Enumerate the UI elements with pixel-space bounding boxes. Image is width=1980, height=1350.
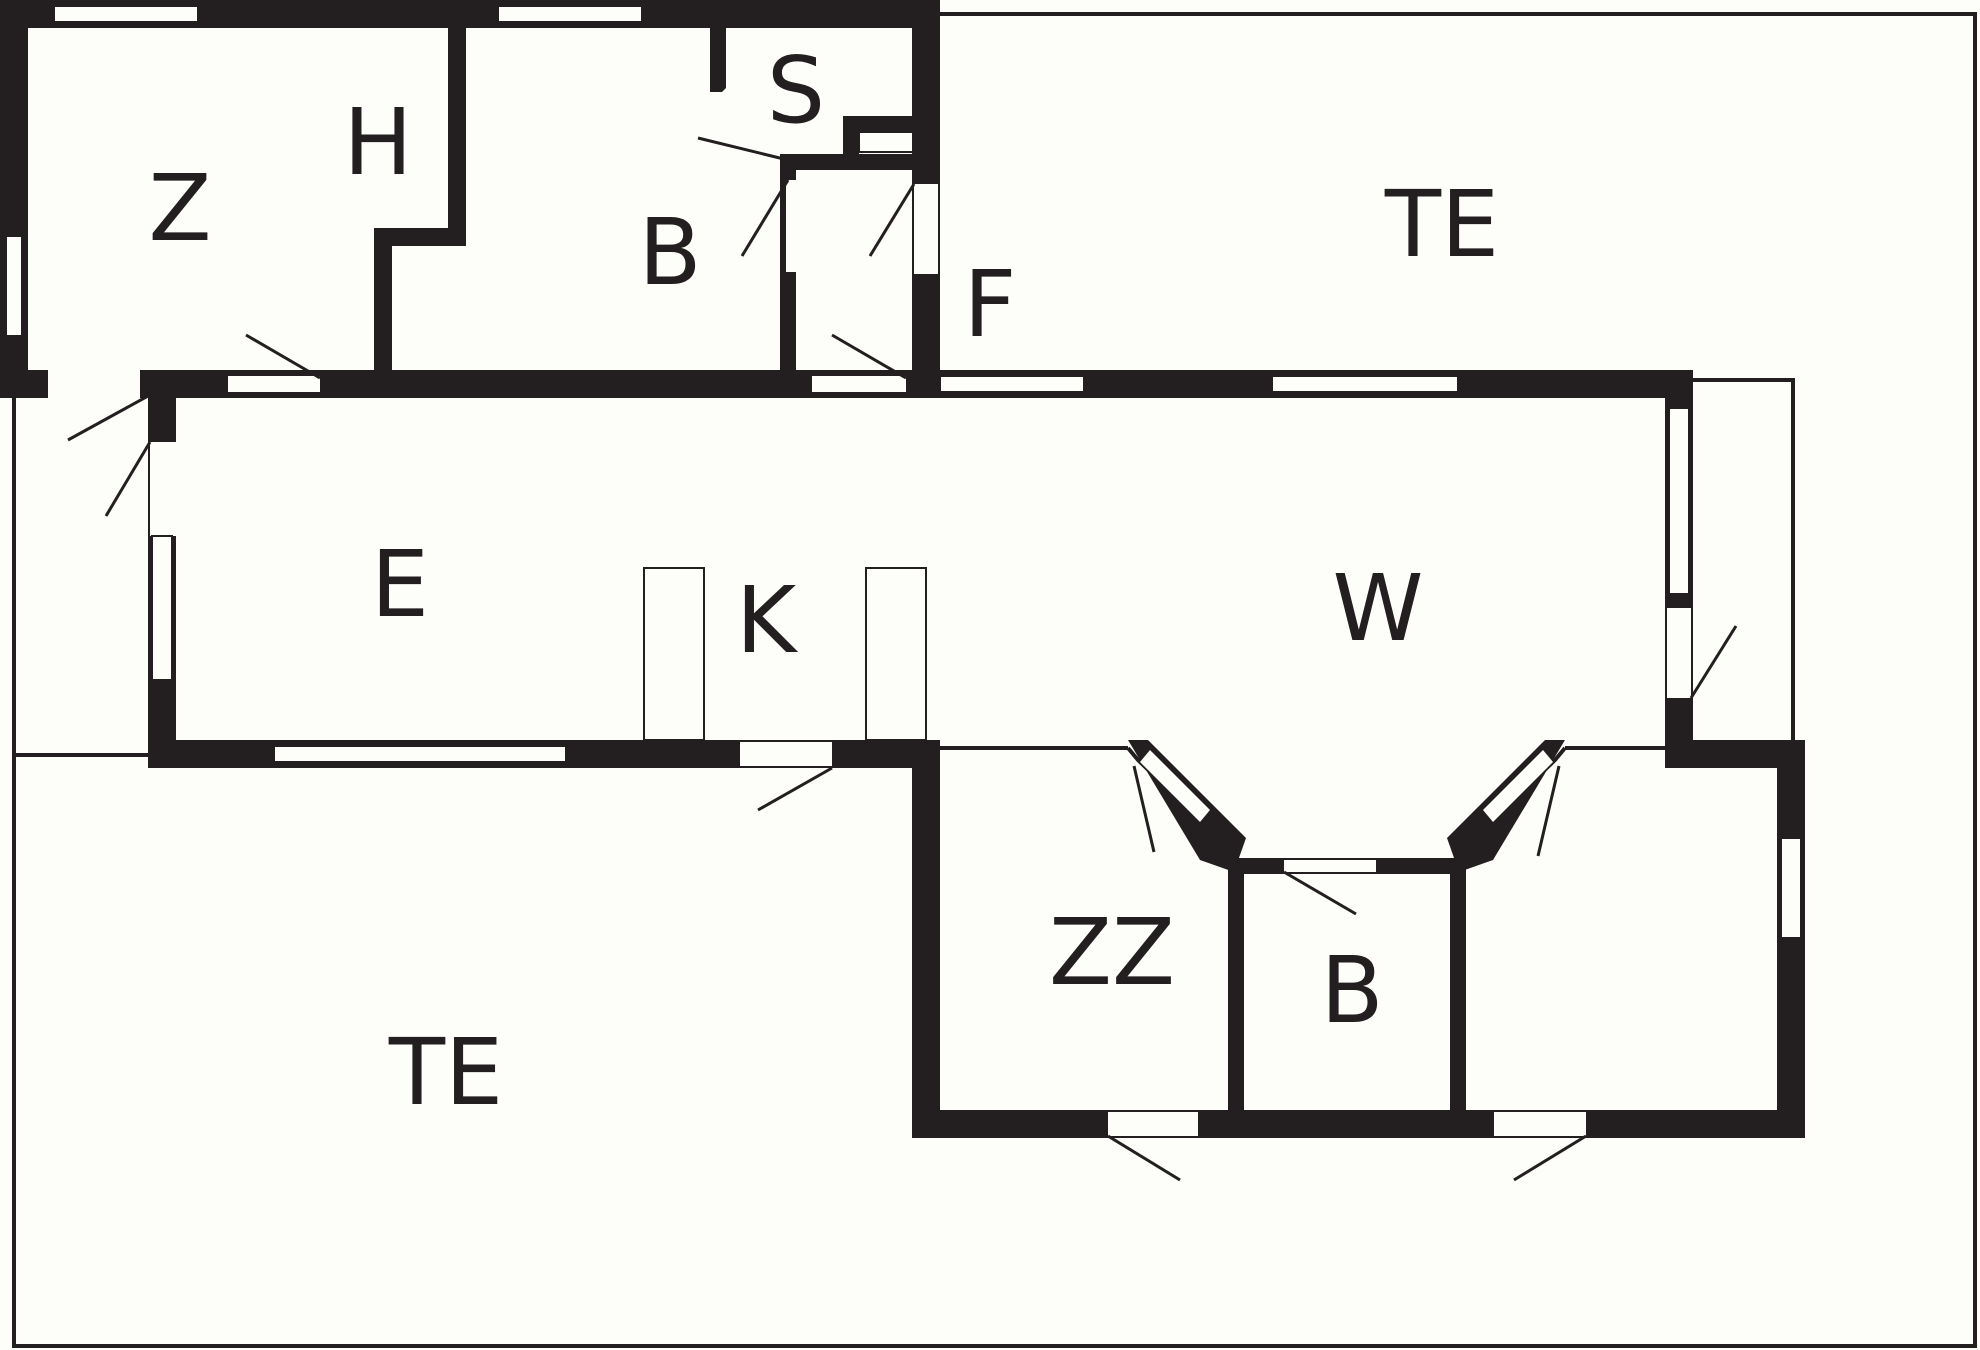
openings	[150, 82, 1691, 1136]
room-labels: Z H S B F TE E K W ZZ B TE	[148, 37, 1499, 1126]
room-label-b-top: B	[638, 199, 701, 306]
room-label-te-bottom: TE	[388, 1019, 503, 1126]
room-label-s: S	[767, 37, 825, 144]
room-label-h: H	[343, 89, 412, 196]
windows	[5, 5, 1802, 939]
room-label-f: F	[964, 251, 1017, 358]
room-label-k: K	[736, 567, 799, 674]
room-label-z: Z	[148, 155, 211, 262]
room-label-zz: ZZ	[1049, 899, 1175, 1006]
room-label-b-bottom: B	[1320, 937, 1383, 1044]
door-swings	[67, 136, 1738, 1182]
room-label-w: W	[1333, 555, 1424, 662]
room-label-te-top: TE	[1384, 171, 1499, 278]
room-label-e: E	[371, 531, 429, 638]
